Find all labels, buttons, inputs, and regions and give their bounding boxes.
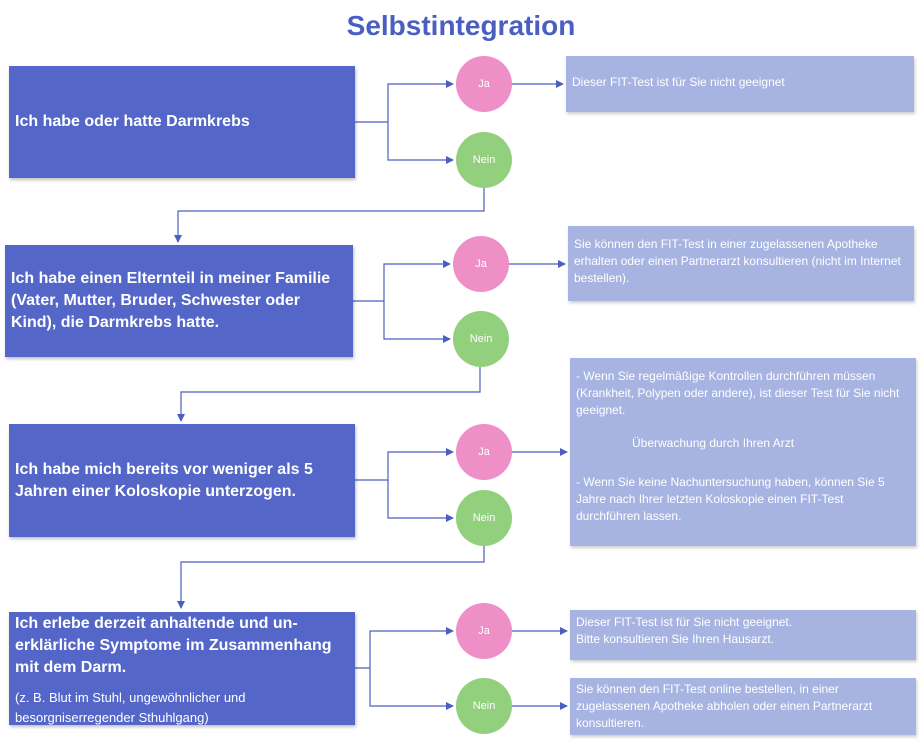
- no-node-2: Nein: [453, 311, 509, 367]
- yes-node-4: Ja: [456, 603, 512, 659]
- connector-q2-yes: [353, 260, 451, 302]
- answer-q4-no-text: Sie können den FIT-Test online bestellen…: [576, 682, 873, 730]
- question-2-text: Ich habe einen Elternteil in meiner Fami…: [11, 270, 331, 331]
- yes-node-label: Ja: [478, 446, 490, 458]
- question-1-text: Ich habe oder hatte Darmkrebs: [15, 113, 250, 130]
- connector-q4-no: [369, 668, 454, 710]
- answer-box-q1-yes: Dieser FIT-Test ist für Sie nicht geeign…: [566, 56, 914, 112]
- question-3-text: Ich habe mich bereits vor weniger als 5 …: [15, 460, 313, 500]
- no-node-label: Nein: [472, 700, 496, 712]
- answer-q2-yes-text: Sie können den FIT-Test in einer zugelas…: [574, 237, 901, 285]
- yes-node-2: Ja: [453, 236, 509, 292]
- yes-node-label: Ja: [475, 258, 487, 270]
- question-box-4: Ich erlebe derzeit anhaltende und un-erk…: [9, 612, 355, 725]
- yes-node-label: Ja: [478, 78, 490, 90]
- answer-q4-yes-text-2: Bitte konsultieren Sie Ihren Hausarzt.: [576, 632, 775, 646]
- question-4-text: Ich erlebe derzeit anhaltende und un-erk…: [15, 615, 332, 676]
- yes-node-3: Ja: [456, 424, 512, 480]
- no-node-label: Nein: [472, 512, 496, 524]
- connector-q1-no: [387, 122, 454, 164]
- question-box-3: Ich habe mich bereits vor weniger als 5 …: [9, 424, 355, 537]
- yes-node-label: Ja: [478, 625, 490, 637]
- no-node-1: Nein: [456, 132, 512, 188]
- question-box-2: Ich habe einen Elternteil in meiner Fami…: [5, 245, 353, 357]
- diagram-title: Selbstintegration: [346, 10, 576, 41]
- answer-box-q4-no: Sie können den FIT-Test online bestellen…: [570, 678, 916, 735]
- connector-q1-nein-next: [174, 188, 485, 243]
- answer-box-q4-yes: Dieser FIT-Test ist für Sie nicht geeign…: [570, 610, 916, 660]
- question-box-1: Ich habe oder hatte Darmkrebs: [9, 66, 355, 178]
- answer-q1-yes-text: Dieser FIT-Test ist für Sie nicht geeign…: [572, 75, 785, 89]
- connector-q3-no: [387, 480, 454, 522]
- no-node-label: Nein: [469, 333, 493, 345]
- connector-q1-yes: [355, 80, 454, 123]
- answer-q3-yes-text-1: - Wenn Sie regelmäßige Kontrollen durchf…: [576, 369, 900, 417]
- question-4-subtext: (z. B. Blut im Stuhl, ungewöhnlicher und…: [15, 690, 246, 725]
- no-node-label: Nein: [472, 154, 496, 166]
- answer-box-q3-yes: - Wenn Sie regelmäßige Kontrollen durchf…: [570, 358, 916, 546]
- connector-q3-nein-next: [177, 546, 485, 609]
- answer-q4-yes-text-1: Dieser FIT-Test ist für Sie nicht geeign…: [576, 615, 793, 629]
- connector-q3-yes: [355, 448, 454, 481]
- connector-q2-no: [383, 301, 451, 343]
- no-node-3: Nein: [456, 490, 512, 546]
- answer-box-q2-yes: Sie können den FIT-Test in einer zugelas…: [568, 226, 914, 301]
- answer-q3-yes-text-3: - Wenn Sie keine Nachuntersuchung haben,…: [576, 475, 885, 523]
- connector-q2-nein-next: [177, 367, 481, 422]
- no-node-4: Nein: [456, 678, 512, 734]
- connector-q4-yes: [355, 627, 454, 669]
- yes-node-1: Ja: [456, 56, 512, 112]
- answer-q3-yes-text-2: Überwachung durch Ihren Arzt: [632, 436, 795, 450]
